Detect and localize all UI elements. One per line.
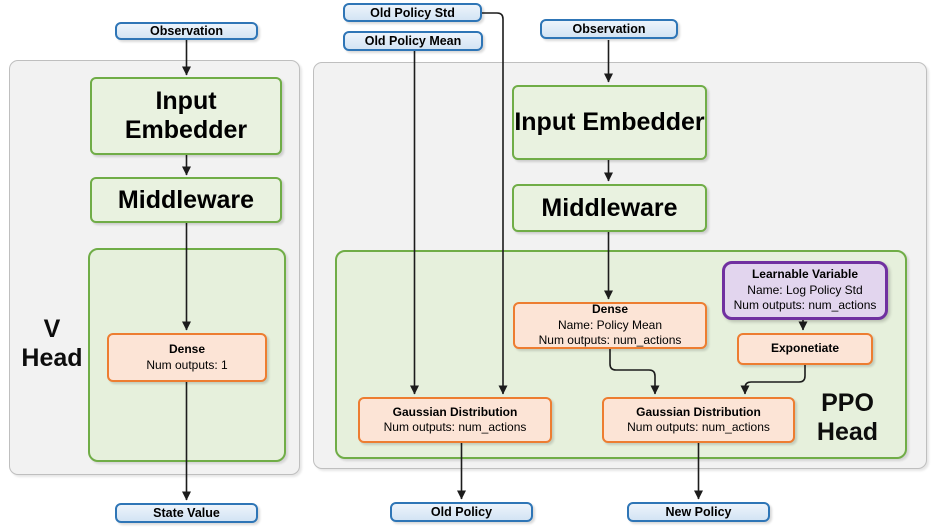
new-gaussian-title: Gaussian Distribution <box>636 404 761 419</box>
learnable-variable-title: Learnable Variable <box>751 267 859 282</box>
ppo-observation-node: Observation <box>540 19 678 39</box>
ppo-input-embedder-node: Input Embedder <box>512 85 707 160</box>
old-policy-mean-node: Old Policy Mean <box>343 31 483 51</box>
v-dense-outputs: Num outputs: 1 <box>146 357 228 372</box>
old-policy-output-node: Old Policy <box>390 502 533 522</box>
new-policy-output-label: New Policy <box>665 505 732 519</box>
old-policy-std-label: Old Policy Std <box>370 5 455 20</box>
old-policy-output-label: Old Policy <box>430 505 493 519</box>
ppo-middleware-label: Middleware <box>541 193 678 222</box>
ppo-head-label: PPO Head <box>816 389 879 446</box>
exponetiate-label: Exponetiate <box>770 341 839 356</box>
v-state-value-label: State Value <box>153 506 220 520</box>
policy-mean-dense-title: Dense <box>591 302 629 317</box>
ppo-input-embedder-label: Input Embedder <box>514 108 705 136</box>
ppo-observation-label: Observation <box>572 22 646 36</box>
v-head-label: V Head <box>21 315 83 372</box>
v-state-value-node: State Value <box>115 503 258 523</box>
learnable-variable-outputs: Num outputs: num_actions <box>733 298 877 313</box>
learnable-variable-name: Name: Log Policy Std <box>747 282 863 297</box>
old-gaussian-outputs: Num outputs: num_actions <box>383 420 527 434</box>
v-input-embedder-label: Input Embedder <box>124 87 248 144</box>
exponetiate-node: Exponetiate <box>737 333 873 365</box>
v-dense-node: Dense Num outputs: 1 <box>107 333 267 382</box>
old-policy-mean-label: Old Policy Mean <box>364 34 462 48</box>
old-policy-std-node: Old Policy Std <box>343 3 482 22</box>
learnable-variable-node: Learnable Variable Name: Log Policy Std … <box>722 261 888 320</box>
policy-mean-dense-name: Name: Policy Mean <box>557 317 663 332</box>
old-gaussian-title: Gaussian Distribution <box>392 404 518 419</box>
policy-mean-dense-outputs: Num outputs: num_actions <box>538 333 682 348</box>
new-gaussian-outputs: Num outputs: num_actions <box>627 420 770 434</box>
v-observation-label: Observation <box>150 24 223 38</box>
policy-mean-dense-node: Dense Name: Policy Mean Num outputs: num… <box>513 302 707 349</box>
ppo-middleware-node: Middleware <box>512 184 707 232</box>
v-middleware-node: Middleware <box>90 177 282 223</box>
old-gaussian-distribution-node: Gaussian Distribution Num outputs: num_a… <box>358 397 552 443</box>
v-dense-title: Dense <box>168 342 206 356</box>
v-observation-node: Observation <box>115 22 258 40</box>
new-policy-output-node: New Policy <box>627 502 770 522</box>
v-input-embedder-node: Input Embedder <box>90 77 282 155</box>
new-gaussian-distribution-node: Gaussian Distribution Num outputs: num_a… <box>602 397 795 443</box>
v-middleware-label: Middleware <box>117 185 255 214</box>
